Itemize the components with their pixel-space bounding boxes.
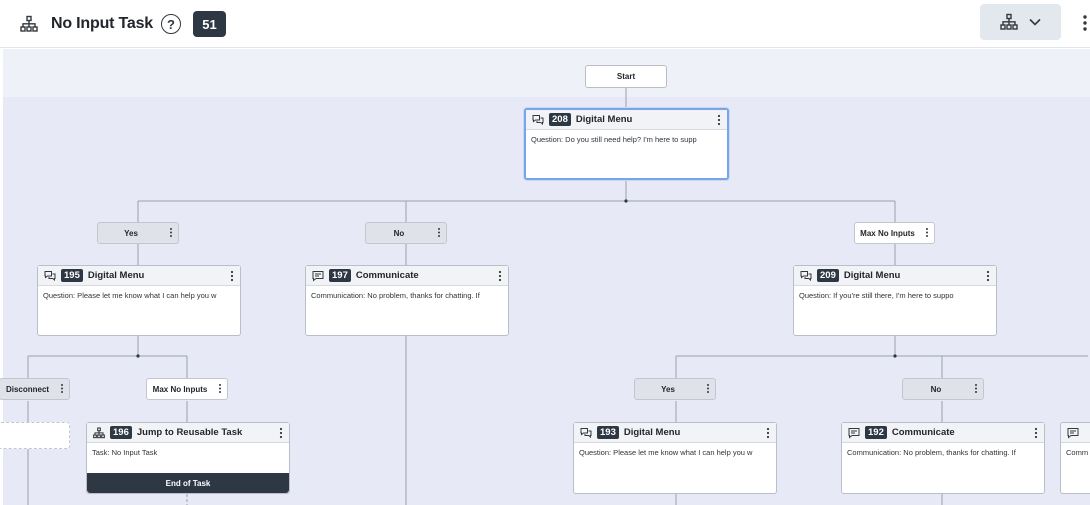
branch-label: Max No Inputs	[860, 228, 915, 238]
branch-max-no-inputs[interactable]: Max No Inputs	[854, 222, 935, 244]
node-id-badge: 197	[329, 269, 351, 282]
node-id-badge: 195	[61, 269, 83, 282]
flow-hierarchy-icon	[20, 15, 38, 32]
node-title: Communicate	[891, 427, 955, 438]
node-id-badge: 209	[817, 269, 839, 282]
header-title-group: No Input Task ? 51	[20, 10, 226, 38]
branch-label: No	[393, 228, 405, 238]
branch-yes[interactable]: Yes	[97, 222, 179, 244]
chat-bubbles-icon	[532, 114, 544, 126]
branch-menu-icon[interactable]	[213, 383, 227, 395]
branch-menu-icon[interactable]	[55, 383, 69, 395]
task-header: No Input Task ? 51	[0, 0, 1090, 48]
branch-yes-209[interactable]: Yes	[634, 378, 716, 400]
node-menu-icon[interactable]	[1033, 427, 1039, 439]
node-body: Comm	[1066, 448, 1089, 457]
node-header: 196 Jump to Reusable Task	[87, 423, 289, 443]
node-menu-icon[interactable]	[765, 427, 771, 439]
node-menu-icon[interactable]	[497, 270, 503, 282]
view-mode-dropdown-button[interactable]	[980, 4, 1061, 40]
node-header: 193 Digital Menu	[574, 423, 776, 443]
branch-disconnect[interactable]: Disconnect	[0, 378, 70, 400]
node-body: Communication: No problem, thanks for ch…	[311, 291, 480, 300]
flow-node-197[interactable]: 197 Communicate Communication: No proble…	[305, 265, 509, 336]
connector-lines	[27, 88, 1088, 505]
branch-menu-icon[interactable]	[920, 227, 934, 239]
node-title: Digital Menu	[843, 270, 901, 281]
chat-bubbles-icon	[580, 427, 592, 439]
node-header	[1061, 423, 1090, 443]
node-count-badge: 51	[193, 11, 226, 37]
empty-node-placeholder[interactable]	[0, 422, 70, 449]
flow-node-208[interactable]: 208 Digital Menu Question: Do you still …	[524, 108, 729, 180]
message-icon	[312, 270, 324, 282]
branch-no[interactable]: No	[365, 222, 447, 244]
node-menu-icon[interactable]	[278, 427, 284, 439]
flow-node-192[interactable]: 192 Communicate Communication: No proble…	[841, 422, 1045, 494]
node-body: Communication: No problem, thanks for ch…	[847, 448, 1016, 457]
chevron-down-icon	[1028, 18, 1041, 26]
message-icon	[848, 427, 860, 439]
node-id-badge: 208	[549, 113, 571, 126]
flow-hierarchy-icon	[999, 13, 1018, 30]
chat-bubbles-icon	[800, 270, 812, 282]
node-menu-icon[interactable]	[229, 270, 235, 282]
node-menu-icon[interactable]	[716, 114, 722, 126]
page-title: No Input Task	[51, 15, 153, 32]
kebab-menu-icon[interactable]	[1080, 12, 1090, 34]
flow-hierarchy-icon	[93, 426, 105, 439]
start-node[interactable]: Start	[585, 65, 667, 88]
node-body: Question: Please let me know what I can …	[43, 291, 217, 300]
branch-label: No	[930, 384, 942, 394]
node-header: 197 Communicate	[306, 266, 508, 286]
node-body: Task: No Input Task	[92, 448, 158, 457]
branch-menu-icon[interactable]	[969, 383, 983, 395]
branch-label: Max No Inputs	[152, 384, 208, 394]
chat-bubbles-icon	[44, 270, 56, 282]
node-header: 209 Digital Menu	[794, 266, 996, 286]
node-title: Digital Menu	[87, 270, 145, 281]
node-menu-icon[interactable]	[985, 270, 991, 282]
node-body: Question: Do you still need help? I'm he…	[531, 135, 697, 144]
flow-node-196[interactable]: 196 Jump to Reusable Task Task: No Input…	[86, 422, 290, 494]
flow-node-209[interactable]: 209 Digital Menu Question: If you're sti…	[793, 265, 997, 336]
canvas-top-band	[0, 49, 1090, 97]
node-title: Digital Menu	[575, 114, 633, 125]
branch-menu-icon[interactable]	[432, 227, 446, 239]
node-header: 195 Digital Menu	[38, 266, 240, 286]
branch-label: Yes	[661, 384, 675, 394]
branch-menu-icon[interactable]	[164, 227, 178, 239]
node-body: Question: Please let me know what I can …	[579, 448, 753, 457]
message-icon	[1067, 427, 1079, 439]
branch-label: Disconnect	[5, 384, 50, 394]
node-id-badge: 192	[865, 426, 887, 439]
flow-node-partial[interactable]: Comm	[1060, 422, 1090, 494]
node-header: 192 Communicate	[842, 423, 1044, 443]
node-title: Jump to Reusable Task	[136, 427, 243, 438]
help-circle-icon[interactable]: ?	[161, 14, 181, 34]
branch-label: Yes	[124, 228, 138, 238]
node-body: Question: If you're still there, I'm her…	[799, 291, 954, 300]
end-of-task-bar: End of Task	[87, 473, 289, 493]
flow-node-193[interactable]: 193 Digital Menu Question: Please let me…	[573, 422, 777, 494]
flow-node-195[interactable]: 195 Digital Menu Question: Please let me…	[37, 265, 241, 336]
node-id-badge: 196	[110, 426, 132, 439]
flow-canvas[interactable]: Start 208 Digital Menu Question: Do you …	[0, 49, 1090, 505]
node-id-badge: 193	[597, 426, 619, 439]
node-title: Communicate	[355, 270, 419, 281]
branch-menu-icon[interactable]	[701, 383, 715, 395]
canvas-left-edge	[0, 49, 3, 505]
branch-no-209[interactable]: No	[902, 378, 984, 400]
node-title: Digital Menu	[623, 427, 681, 438]
node-header: 208 Digital Menu	[526, 110, 727, 130]
branch-max-no-inputs-195[interactable]: Max No Inputs	[146, 378, 228, 400]
